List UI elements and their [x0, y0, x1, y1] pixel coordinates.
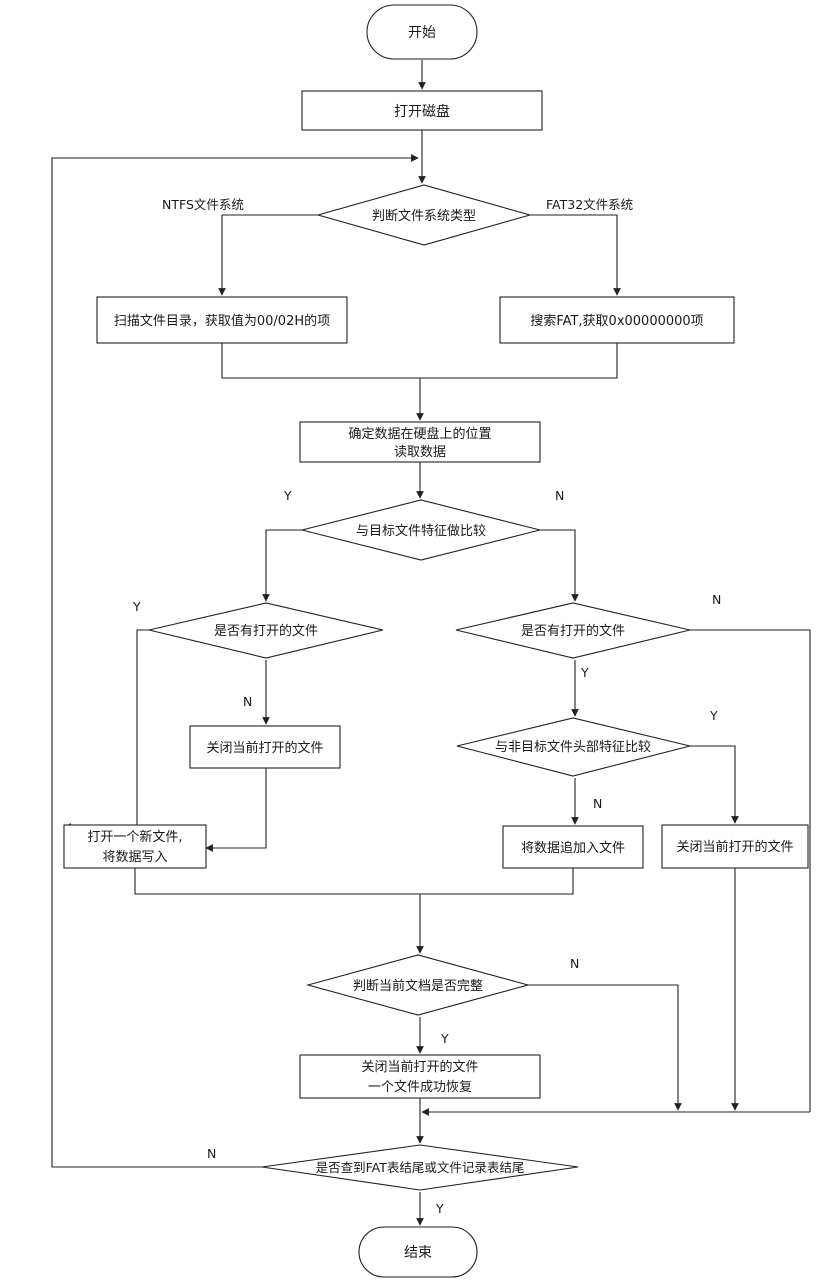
- branch-labels: NTFS文件系统 FAT32文件系统 Y N Y N N Y Y N N Y N…: [132, 197, 721, 1216]
- decision-has-open-right-shape: [455, 602, 691, 659]
- decision-check-end-label: 是否查到FAT表结尾或文件记录表结尾: [316, 1160, 525, 1175]
- process-close-recover-label-2: 一个文件成功恢复: [368, 1080, 472, 1095]
- line-merge-write: [134, 868, 574, 895]
- node-end: 结束: [358, 1226, 478, 1278]
- arrow-complete-no: [528, 984, 682, 1111]
- connectors: [51, 60, 811, 1226]
- decision-compare-target-shape: [301, 499, 541, 561]
- node-has-open-left: 是否有打开的文件: [148, 602, 384, 659]
- process-open-new-label-2: 将数据写入: [102, 850, 167, 865]
- arrow-fat-branch: [530, 214, 621, 296]
- process-append-data-label: 将数据追加入文件: [521, 840, 625, 856]
- process-locate-shape: [299, 421, 541, 463]
- decision-compare-target-label: 与目标文件特征做比较: [356, 524, 486, 539]
- decision-has-open-right-label: 是否有打开的文件: [521, 623, 625, 639]
- line-merge-scan: [221, 343, 618, 379]
- node-compare-target: 与目标文件特征做比较: [301, 499, 541, 561]
- process-open-disk-label: 打开磁盘: [394, 103, 450, 120]
- arrow-ntfs-branch: [218, 214, 318, 296]
- node-open-disk: 打开磁盘: [301, 90, 543, 131]
- label-nontarget-no: N: [593, 796, 602, 811]
- process-open-disk-shape: [301, 90, 543, 131]
- node-judge-fs: 判断文件系统类型: [315, 184, 533, 246]
- terminal-end-label: 结束: [404, 1245, 432, 1261]
- process-open-new-shape: [63, 824, 207, 869]
- label-check-end-yes: Y: [435, 1201, 444, 1216]
- label-check-end-no: N: [207, 1146, 216, 1161]
- process-close-recover-label-1: 关闭当前打开的文件: [361, 1059, 478, 1075]
- node-judge-complete: 判断当前文档是否完整: [305, 954, 531, 1016]
- arrow-nontarget-yes: [690, 745, 739, 824]
- process-close-recover-shape: [299, 1054, 541, 1099]
- process-scan-dir-label: 扫描文件目录，获取值为00/02H的项: [114, 313, 330, 329]
- decision-compare-nontarget-label: 与非目标文件头部特征比较: [495, 740, 651, 755]
- process-close-current-2-label: 关闭当前打开的文件: [676, 839, 793, 855]
- label-left-has-open-no: N: [243, 694, 252, 709]
- label-right-has-open-yes: Y: [580, 665, 589, 680]
- node-close-current-1: 关闭当前打开的文件: [189, 725, 341, 769]
- label-ntfs: NTFS文件系统: [162, 197, 244, 212]
- label-nontarget-yes: Y: [709, 708, 718, 723]
- arrow-loop-back: [51, 154, 419, 1168]
- node-search-fat: 搜索FAT,获取0x00000000项: [499, 296, 735, 344]
- process-close-current-1-label: 关闭当前打开的文件: [206, 740, 323, 756]
- decision-compare-nontarget-shape: [456, 717, 691, 777]
- label-complete-no: N: [570, 956, 579, 971]
- node-close-current-2: 关闭当前打开的文件: [661, 824, 809, 869]
- node-compare-nontarget: 与非目标文件头部特征比较: [456, 717, 691, 777]
- label-compare-yes: Y: [283, 488, 292, 503]
- decision-judge-complete-shape: [305, 954, 531, 1016]
- decision-judge-fs-shape: [315, 184, 533, 246]
- node-close-recover: 关闭当前打开的文件 一个文件成功恢复: [299, 1054, 541, 1099]
- line-right-has-open-no: [690, 629, 811, 1112]
- process-search-fat-shape: [499, 296, 735, 344]
- process-close-current-1-shape: [189, 725, 341, 769]
- process-locate-label-1: 确定数据在硬盘上的位置: [348, 426, 491, 442]
- decision-judge-complete-label: 判断当前文档是否完整: [353, 978, 483, 994]
- terminal-start-label: 开始: [408, 25, 436, 41]
- arrow-left-has-open-yes: [63, 629, 149, 831]
- process-append-data-shape: [502, 825, 644, 869]
- process-search-fat-label: 搜索FAT,获取0x00000000项: [530, 314, 703, 329]
- decision-check-end-shape: [261, 1144, 579, 1191]
- terminal-end-shape: [358, 1226, 478, 1278]
- arrow-compare-no: [540, 529, 579, 602]
- label-compare-no: N: [555, 488, 564, 503]
- arrow-close-to-open-new: [205, 768, 267, 852]
- process-close-current-2-shape: [661, 824, 809, 869]
- decision-has-open-left-label: 是否有打开的文件: [214, 623, 318, 639]
- process-locate-label-2: 读取数据: [394, 445, 446, 460]
- label-fat32: FAT32文件系统: [546, 197, 633, 212]
- node-append-data: 将数据追加入文件: [502, 825, 644, 869]
- arrow-compare-yes: [262, 529, 302, 602]
- process-scan-dir-shape: [96, 296, 348, 344]
- decision-has-open-left-shape: [148, 602, 384, 659]
- label-right-has-open-no: N: [712, 592, 721, 607]
- decision-judge-fs-label: 判断文件系统类型: [372, 209, 476, 224]
- node-has-open-right: 是否有打开的文件: [455, 602, 691, 659]
- terminal-start-shape: [366, 4, 478, 60]
- node-start: 开始: [366, 4, 478, 60]
- node-check-end: 是否查到FAT表结尾或文件记录表结尾: [261, 1144, 579, 1191]
- node-open-new: 打开一个新文件, 将数据写入: [63, 824, 207, 869]
- node-scan-dir: 扫描文件目录，获取值为00/02H的项: [96, 296, 348, 344]
- label-left-has-open-yes: Y: [132, 599, 141, 614]
- label-complete-yes: Y: [440, 1031, 449, 1046]
- process-open-new-label-1: 打开一个新文件,: [87, 829, 182, 845]
- node-locate: 确定数据在硬盘上的位置 读取数据: [299, 421, 541, 463]
